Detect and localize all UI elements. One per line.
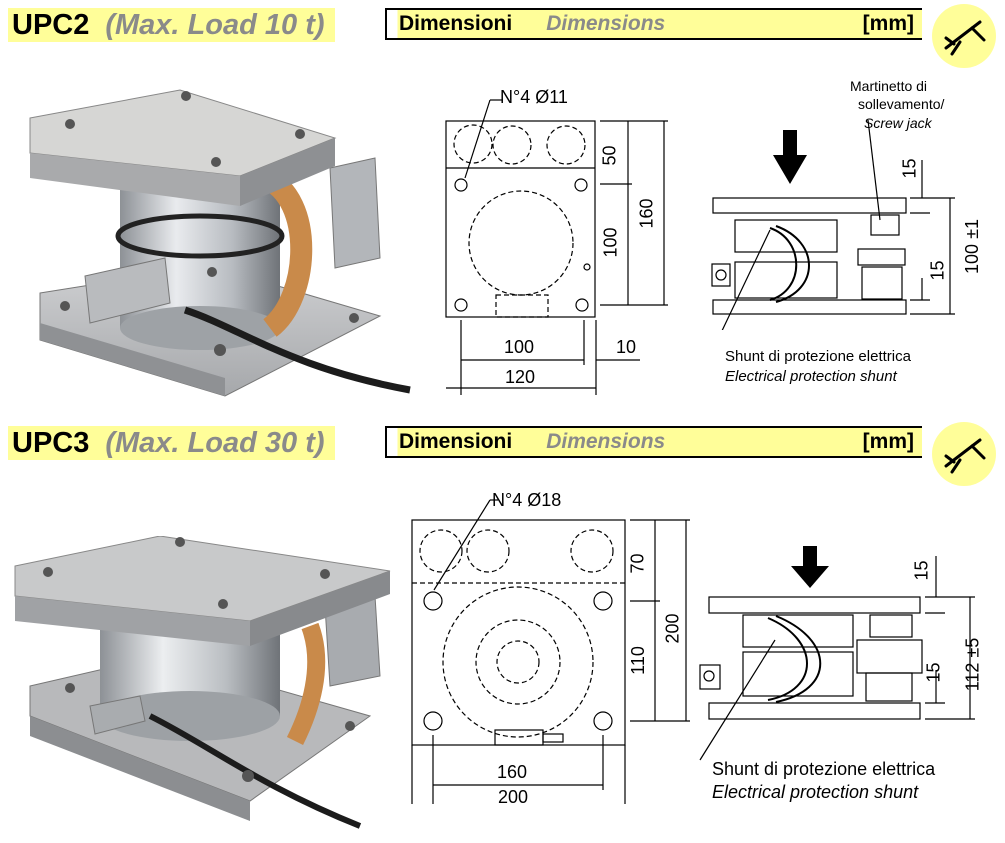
upc3-dimensions-bar: Dimensioni Dimensions [mm]: [385, 426, 922, 458]
upc3-shunt-label-it: Shunt di protezione elettrica: [712, 759, 936, 779]
upc3-unit: [mm]: [862, 430, 914, 453]
upc2-dim-120: 120: [505, 367, 536, 387]
upc2-unit: [mm]: [862, 12, 914, 35]
upc2-dim-15b: 15: [927, 260, 948, 281]
upc2-jack-label-it1: Martinetto di: [850, 78, 928, 94]
upc2-dim-15a: 15: [899, 158, 920, 179]
upc3-top-view-drawing: [411, 499, 690, 804]
upc2-jack-label-it2: sollevamento/: [858, 96, 945, 112]
upc2-dim-it: Dimensioni: [399, 12, 513, 35]
upc3-dim-200v: 200: [662, 613, 683, 644]
upc3-dim-15a: 15: [911, 560, 932, 581]
upc2-dim-en: Dimensions: [546, 12, 666, 35]
upc2-model: UPC2: [12, 8, 90, 41]
upc2-section: UPC2 (Max. Load 10 t) Dimensioni Dimensi…: [0, 0, 1005, 410]
upc3-holes-label: N°4 Ø18: [492, 490, 562, 510]
upc3-dim-160: 160: [497, 762, 528, 782]
upc3-dim-110: 110: [627, 646, 648, 675]
caliper-icon: [932, 422, 996, 486]
upc2-max-load: (Max. Load 10 t): [105, 8, 325, 41]
upc3-side-view-drawing: [699, 546, 975, 761]
upc2-dim-100pm: 100 ±1: [961, 219, 982, 274]
upc2-top-view-drawing: [445, 99, 668, 395]
upc2-product-photo: [29, 89, 411, 397]
upc2-dim-100h: 100: [504, 337, 535, 357]
load-arrow-icon: [791, 546, 829, 588]
upc3-dim-112: 112 ±5: [962, 637, 983, 692]
upc3-model: UPC3: [12, 426, 90, 459]
upc3-shunt-label-en: Electrical protection shunt: [712, 782, 919, 802]
upc3-product-photo: [14, 536, 391, 829]
upc2-dim-160: 160: [636, 198, 657, 229]
upc3-dim-it: Dimensioni: [399, 430, 513, 453]
upc3-dim-en: Dimensions: [546, 430, 666, 453]
upc3-dim-15b: 15: [923, 662, 944, 683]
upc3-dim-70: 70: [627, 553, 648, 574]
upc2-jack-label-en: Screw jack: [864, 115, 932, 131]
caliper-icon: [932, 4, 996, 68]
upc2-dim-100v: 100: [600, 227, 621, 258]
upc3-title: UPC3 (Max. Load 30 t): [8, 426, 335, 460]
upc2-shunt-label-en: Electrical protection shunt: [725, 368, 897, 385]
upc2-dim-50: 50: [599, 145, 620, 166]
upc3-max-load: (Max. Load 30 t): [105, 426, 325, 459]
load-arrow-icon: [773, 130, 807, 184]
upc2-holes-label: N°4 Ø11: [500, 87, 568, 107]
upc3-dim-200h: 200: [498, 787, 529, 807]
upc2-title: UPC2 (Max. Load 10 t): [8, 8, 335, 42]
upc2-dimensions-bar: Dimensioni Dimensions [mm]: [385, 8, 922, 40]
upc2-side-view-drawing: [711, 120, 955, 330]
upc2-dim-10: 10: [616, 337, 637, 357]
upc3-section: UPC3 (Max. Load 30 t) Dimensioni Dimensi…: [0, 418, 1005, 843]
upc2-shunt-label-it: Shunt di protezione elettrica: [725, 348, 911, 365]
